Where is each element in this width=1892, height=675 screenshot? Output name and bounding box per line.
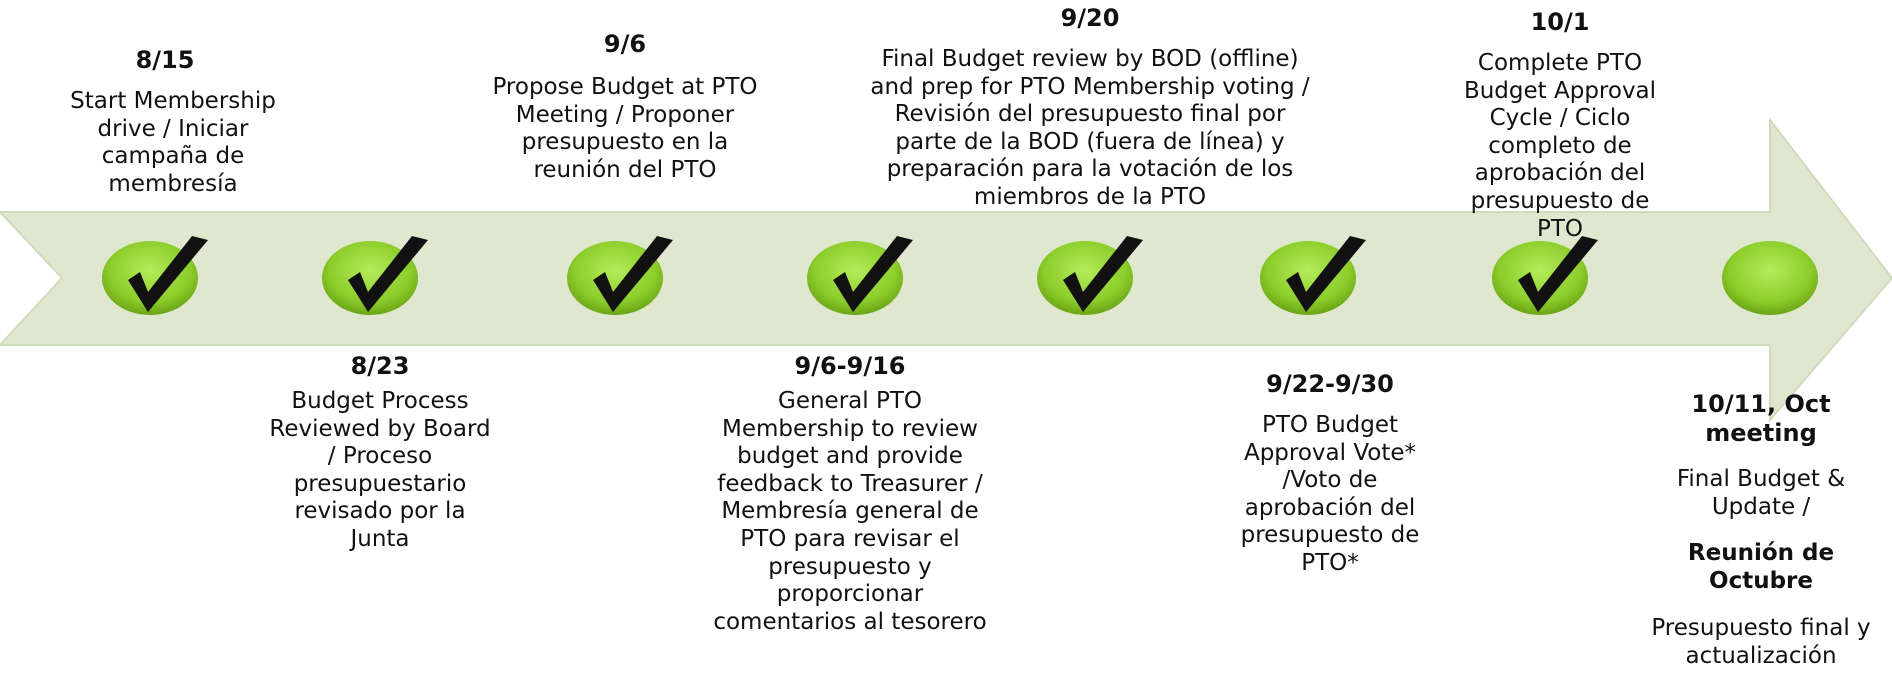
milestone-7-date: 10/1	[1530, 8, 1590, 36]
milestone-2-date: 8/23	[350, 352, 410, 380]
milestone-5-check-icon	[1035, 230, 1145, 320]
milestone-8-circle	[1720, 230, 1830, 320]
milestone-8-text-2: Presupuesto final y actualización	[1651, 615, 1871, 669]
milestone-7-text: Complete PTO Budget Approval Cycle / Cic…	[1463, 50, 1657, 242]
milestone-8-bold-text: Reunión de Octubre	[1687, 540, 1835, 594]
milestone-4-text: General PTO Membership to review budget …	[713, 388, 987, 635]
milestone-1-text: Start Membership drive / Iniciar campaña…	[70, 88, 276, 197]
milestone-6-text: PTO Budget Approval Vote* /Voto de aprob…	[1240, 412, 1420, 576]
milestone-4-check-icon	[805, 230, 915, 320]
milestone-1-date: 8/15	[135, 46, 195, 74]
milestone-7-check-icon	[1490, 230, 1600, 320]
milestone-3-text: Propose Budget at PTO Meeting / Proponer…	[492, 74, 758, 183]
milestone-6-date: 9/22-9/30	[1266, 370, 1394, 398]
milestone-2-check-icon	[320, 230, 430, 320]
milestone-3-date: 9/6	[603, 30, 647, 58]
milestone-5-date: 9/20	[1060, 4, 1120, 32]
milestone-4-date: 9/6-9/16	[794, 352, 906, 380]
milestone-8-date: 10/11, Oct meeting	[1691, 390, 1831, 447]
milestone-2-text: Budget Process Reviewed by Board / Proce…	[269, 388, 491, 552]
milestone-6-check-icon	[1258, 230, 1368, 320]
milestone-3-check-icon	[565, 230, 675, 320]
milestone-1-check-icon	[100, 230, 210, 320]
milestone-5-text: Final Budget review by BOD (offline) and…	[870, 46, 1310, 210]
milestone-8-text: Final Budget & Update /	[1676, 466, 1846, 520]
